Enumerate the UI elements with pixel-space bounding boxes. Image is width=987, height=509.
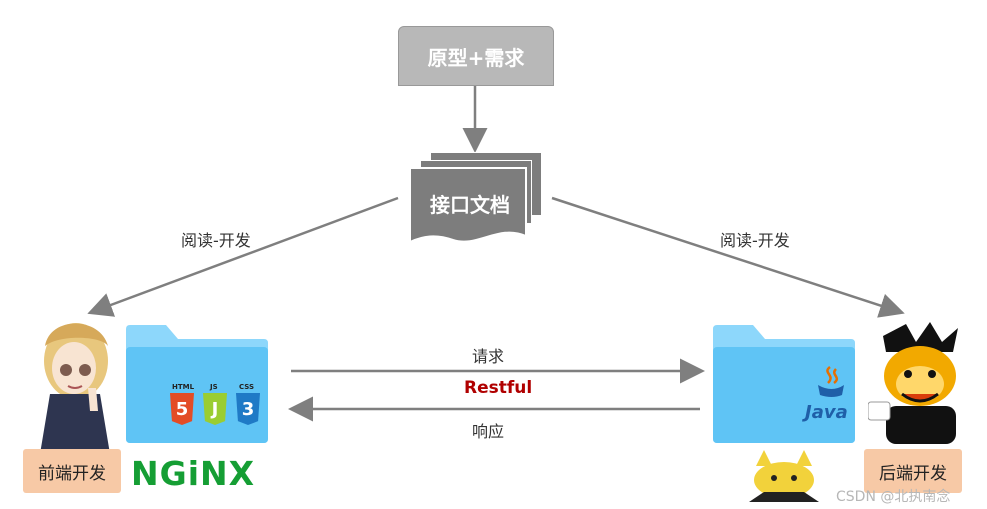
api-doc-box: 接口文档	[430, 192, 510, 217]
frontend-folder-icon	[126, 325, 268, 443]
backend-role-label: 后端开发	[864, 449, 962, 493]
watermark: CSDN @北执南念	[836, 489, 951, 505]
backend-folder-icon	[713, 325, 855, 443]
css-logo-label: CSS	[239, 383, 255, 391]
arrow-doc-to-frontend	[87, 196, 399, 317]
css3-icon: 3	[236, 393, 260, 425]
html-logo-label: HTML	[172, 383, 195, 391]
java-cup-icon	[818, 366, 844, 397]
frontend-developer-avatar	[38, 323, 112, 466]
js-icon: J	[203, 393, 227, 425]
js-logo-label: JS	[210, 383, 218, 391]
arrow-doc-to-backend	[551, 196, 905, 318]
java-logo-text: Java	[805, 402, 848, 423]
frontend-role-label: 前端开发	[23, 449, 121, 493]
request-label: 请求	[472, 347, 505, 366]
right-read-develop-label: 阅读-开发	[720, 231, 790, 250]
backend-developer-avatar	[868, 322, 958, 444]
left-read-develop-label: 阅读-开发	[181, 231, 251, 250]
response-label: 响应	[472, 422, 505, 441]
restful-label: Restful	[464, 378, 533, 398]
nginx-logo: NGiNX	[131, 454, 256, 493]
html5-icon: 5	[170, 393, 194, 425]
api-doc-shape	[409, 167, 527, 244]
tomcat-icon	[749, 450, 819, 502]
requirements-box: 原型+需求	[398, 26, 554, 86]
